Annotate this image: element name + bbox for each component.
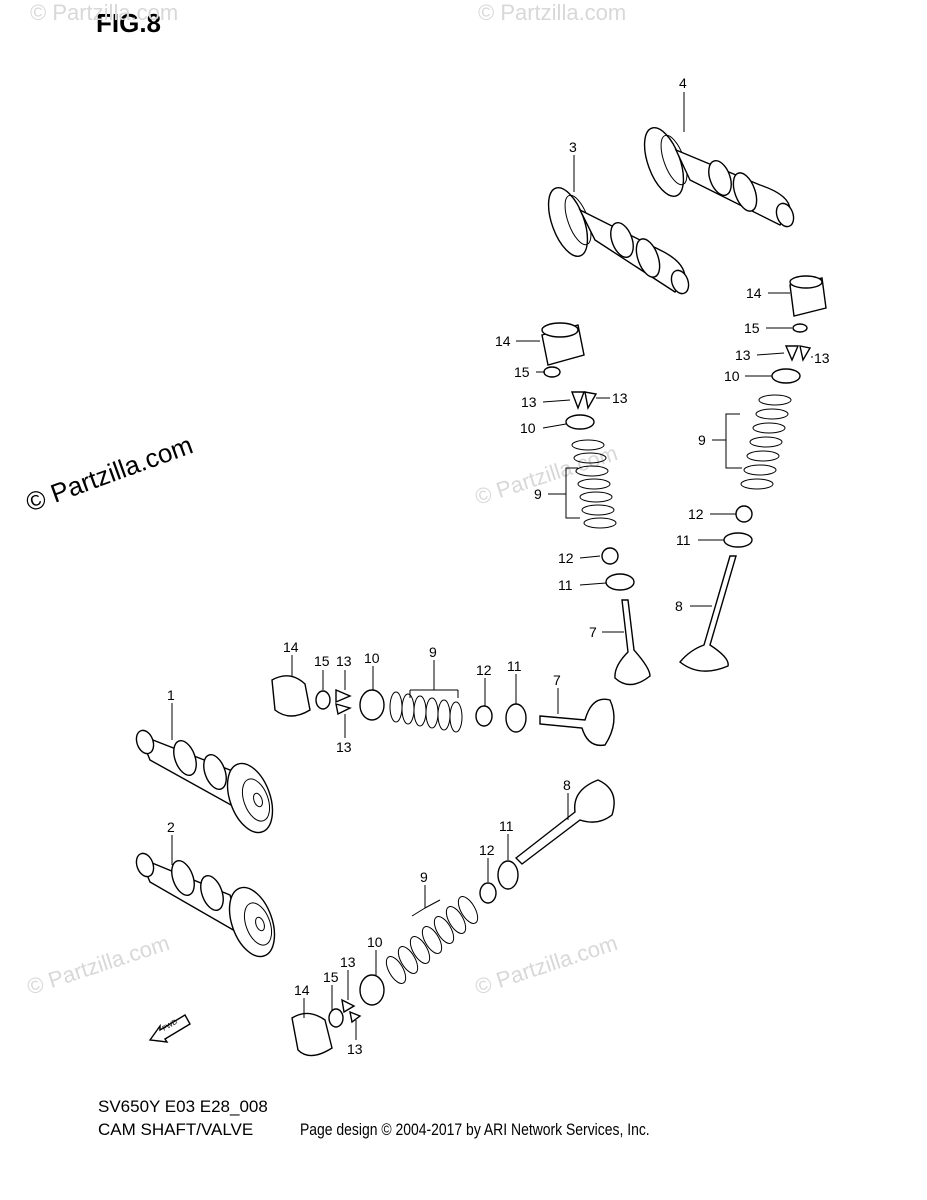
model-code: SV650Y E03 E28_008 xyxy=(98,1097,268,1116)
camshaft-2 xyxy=(135,852,276,958)
callout-10: 10 xyxy=(520,420,536,436)
callout-13: 13 xyxy=(347,1041,363,1057)
callout-13: 13 xyxy=(814,350,830,366)
callout-13: 13 xyxy=(612,390,628,406)
callout-15: 15 xyxy=(323,969,339,985)
callout-4: 4 xyxy=(679,75,687,91)
callout-14: 14 xyxy=(746,285,762,301)
valve-assembly-right xyxy=(679,275,827,672)
callout-10: 10 xyxy=(367,934,383,950)
callout-1: 1 xyxy=(167,687,175,703)
figure-title: FIG.8 xyxy=(96,8,162,38)
camshaft-4 xyxy=(643,127,795,228)
camshaft-3 xyxy=(547,187,690,295)
callout-11: 11 xyxy=(507,658,522,674)
callout-2: 2 xyxy=(167,819,175,835)
watermark: © Partzilla.com xyxy=(24,930,173,1000)
callout-13: 13 xyxy=(735,347,751,363)
callout-9: 9 xyxy=(534,486,542,502)
valve-assembly-lower xyxy=(291,779,615,1057)
callout-12: 12 xyxy=(558,550,574,566)
callout-15: 15 xyxy=(314,653,330,669)
watermark: © Partzilla.com xyxy=(478,0,626,25)
watermark-main: © Partzilla.com xyxy=(22,430,197,518)
callout-10: 10 xyxy=(724,368,740,384)
watermark: © Partzilla.com xyxy=(30,0,178,25)
watermark: © Partzilla.com xyxy=(472,930,621,1000)
callout-9: 9 xyxy=(420,869,428,885)
fwd-arrow-icon: FWD xyxy=(148,1014,191,1043)
page-credit: Page design © 2004-2017 by ARI Network S… xyxy=(300,1120,650,1139)
callout-10: 10 xyxy=(364,650,380,666)
callout-8: 8 xyxy=(563,777,571,793)
callout-7: 7 xyxy=(589,624,597,640)
callout-11: 11 xyxy=(499,818,514,834)
callout-14: 14 xyxy=(495,333,511,349)
callout-12: 12 xyxy=(688,506,704,522)
callout-13: 13 xyxy=(340,954,356,970)
callout-12: 12 xyxy=(476,662,492,678)
leader-lines xyxy=(171,92,813,1040)
callout-15: 15 xyxy=(514,364,530,380)
callouts: 4 3 1 2 14 15 13 13 10 9 12 11 7 14 15 1… xyxy=(167,75,830,1057)
callout-12: 12 xyxy=(479,842,495,858)
callout-9: 9 xyxy=(698,432,706,448)
callout-14: 14 xyxy=(283,639,299,655)
callout-11: 11 xyxy=(676,532,691,548)
section-name: CAM SHAFT/VALVE xyxy=(98,1120,254,1139)
callout-7: 7 xyxy=(553,672,561,688)
callout-13: 13 xyxy=(521,394,537,410)
camshaft-1 xyxy=(135,729,274,834)
valve-assembly-center xyxy=(541,322,651,686)
watermark: © Partzilla.com xyxy=(472,440,621,510)
callout-8: 8 xyxy=(675,598,683,614)
valve-assembly-horizontal xyxy=(271,675,615,747)
callout-14: 14 xyxy=(294,982,310,998)
callout-11: 11 xyxy=(558,577,573,593)
callout-15: 15 xyxy=(744,320,760,336)
callout-13: 13 xyxy=(336,739,352,755)
callout-9: 9 xyxy=(429,644,437,660)
callout-13: 13 xyxy=(336,653,352,669)
callout-3: 3 xyxy=(569,139,577,155)
